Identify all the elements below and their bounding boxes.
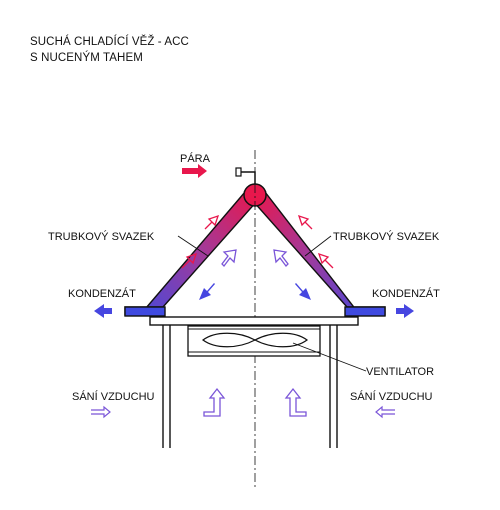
label-steam: PÁRA <box>180 152 211 165</box>
condensate-arrow-left-icon <box>94 304 112 318</box>
air-intake-left-arrow-icon <box>91 405 111 419</box>
label-condensate-left: KONDENZÁT <box>68 287 136 300</box>
internal-air-arrow-icon <box>221 249 289 267</box>
label-condensate-right: KONDENZÁT <box>372 287 440 300</box>
condensate-arrow-right-icon <box>396 304 414 318</box>
leader-tube-right <box>304 235 332 257</box>
label-fan: VENTILATOR <box>366 366 434 378</box>
support-column-right <box>329 325 338 448</box>
tube-bundle-right <box>243 191 386 316</box>
label-air-intake-left: SÁNÍ VZDUCHU <box>72 390 155 403</box>
steam-flange <box>235 167 242 177</box>
air-intake-turn-arrow-icon <box>203 387 307 417</box>
label-air-intake-right: SÁNÍ VZDUCHU <box>350 390 433 403</box>
condensate-header-left <box>124 306 166 317</box>
tube-bundle-left <box>124 191 267 316</box>
leader-fan <box>292 342 367 372</box>
label-tube-bundle-right: TRUBKOVÝ SVAZEK <box>333 230 440 243</box>
fan-deck <box>149 316 359 326</box>
hot-air-arrow-icon <box>181 214 334 269</box>
diagram-title-line2: S NUCENÝM TAHEM <box>30 52 143 64</box>
steam-arrow-icon <box>182 164 207 178</box>
condensate-flow-right-icon <box>295 283 311 300</box>
diagram-title-line1: SUCHÁ CHLADÍCÍ VĚŽ - ACC <box>30 36 189 48</box>
label-tube-bundle-left: TRUBKOVÝ SVAZEK <box>48 230 155 243</box>
support-column-left <box>162 325 171 448</box>
condensate-flow-left-icon <box>199 283 215 300</box>
condensate-header-right <box>344 306 386 317</box>
air-intake-right-arrow-icon <box>375 405 395 419</box>
leader-tube-left <box>177 235 209 257</box>
